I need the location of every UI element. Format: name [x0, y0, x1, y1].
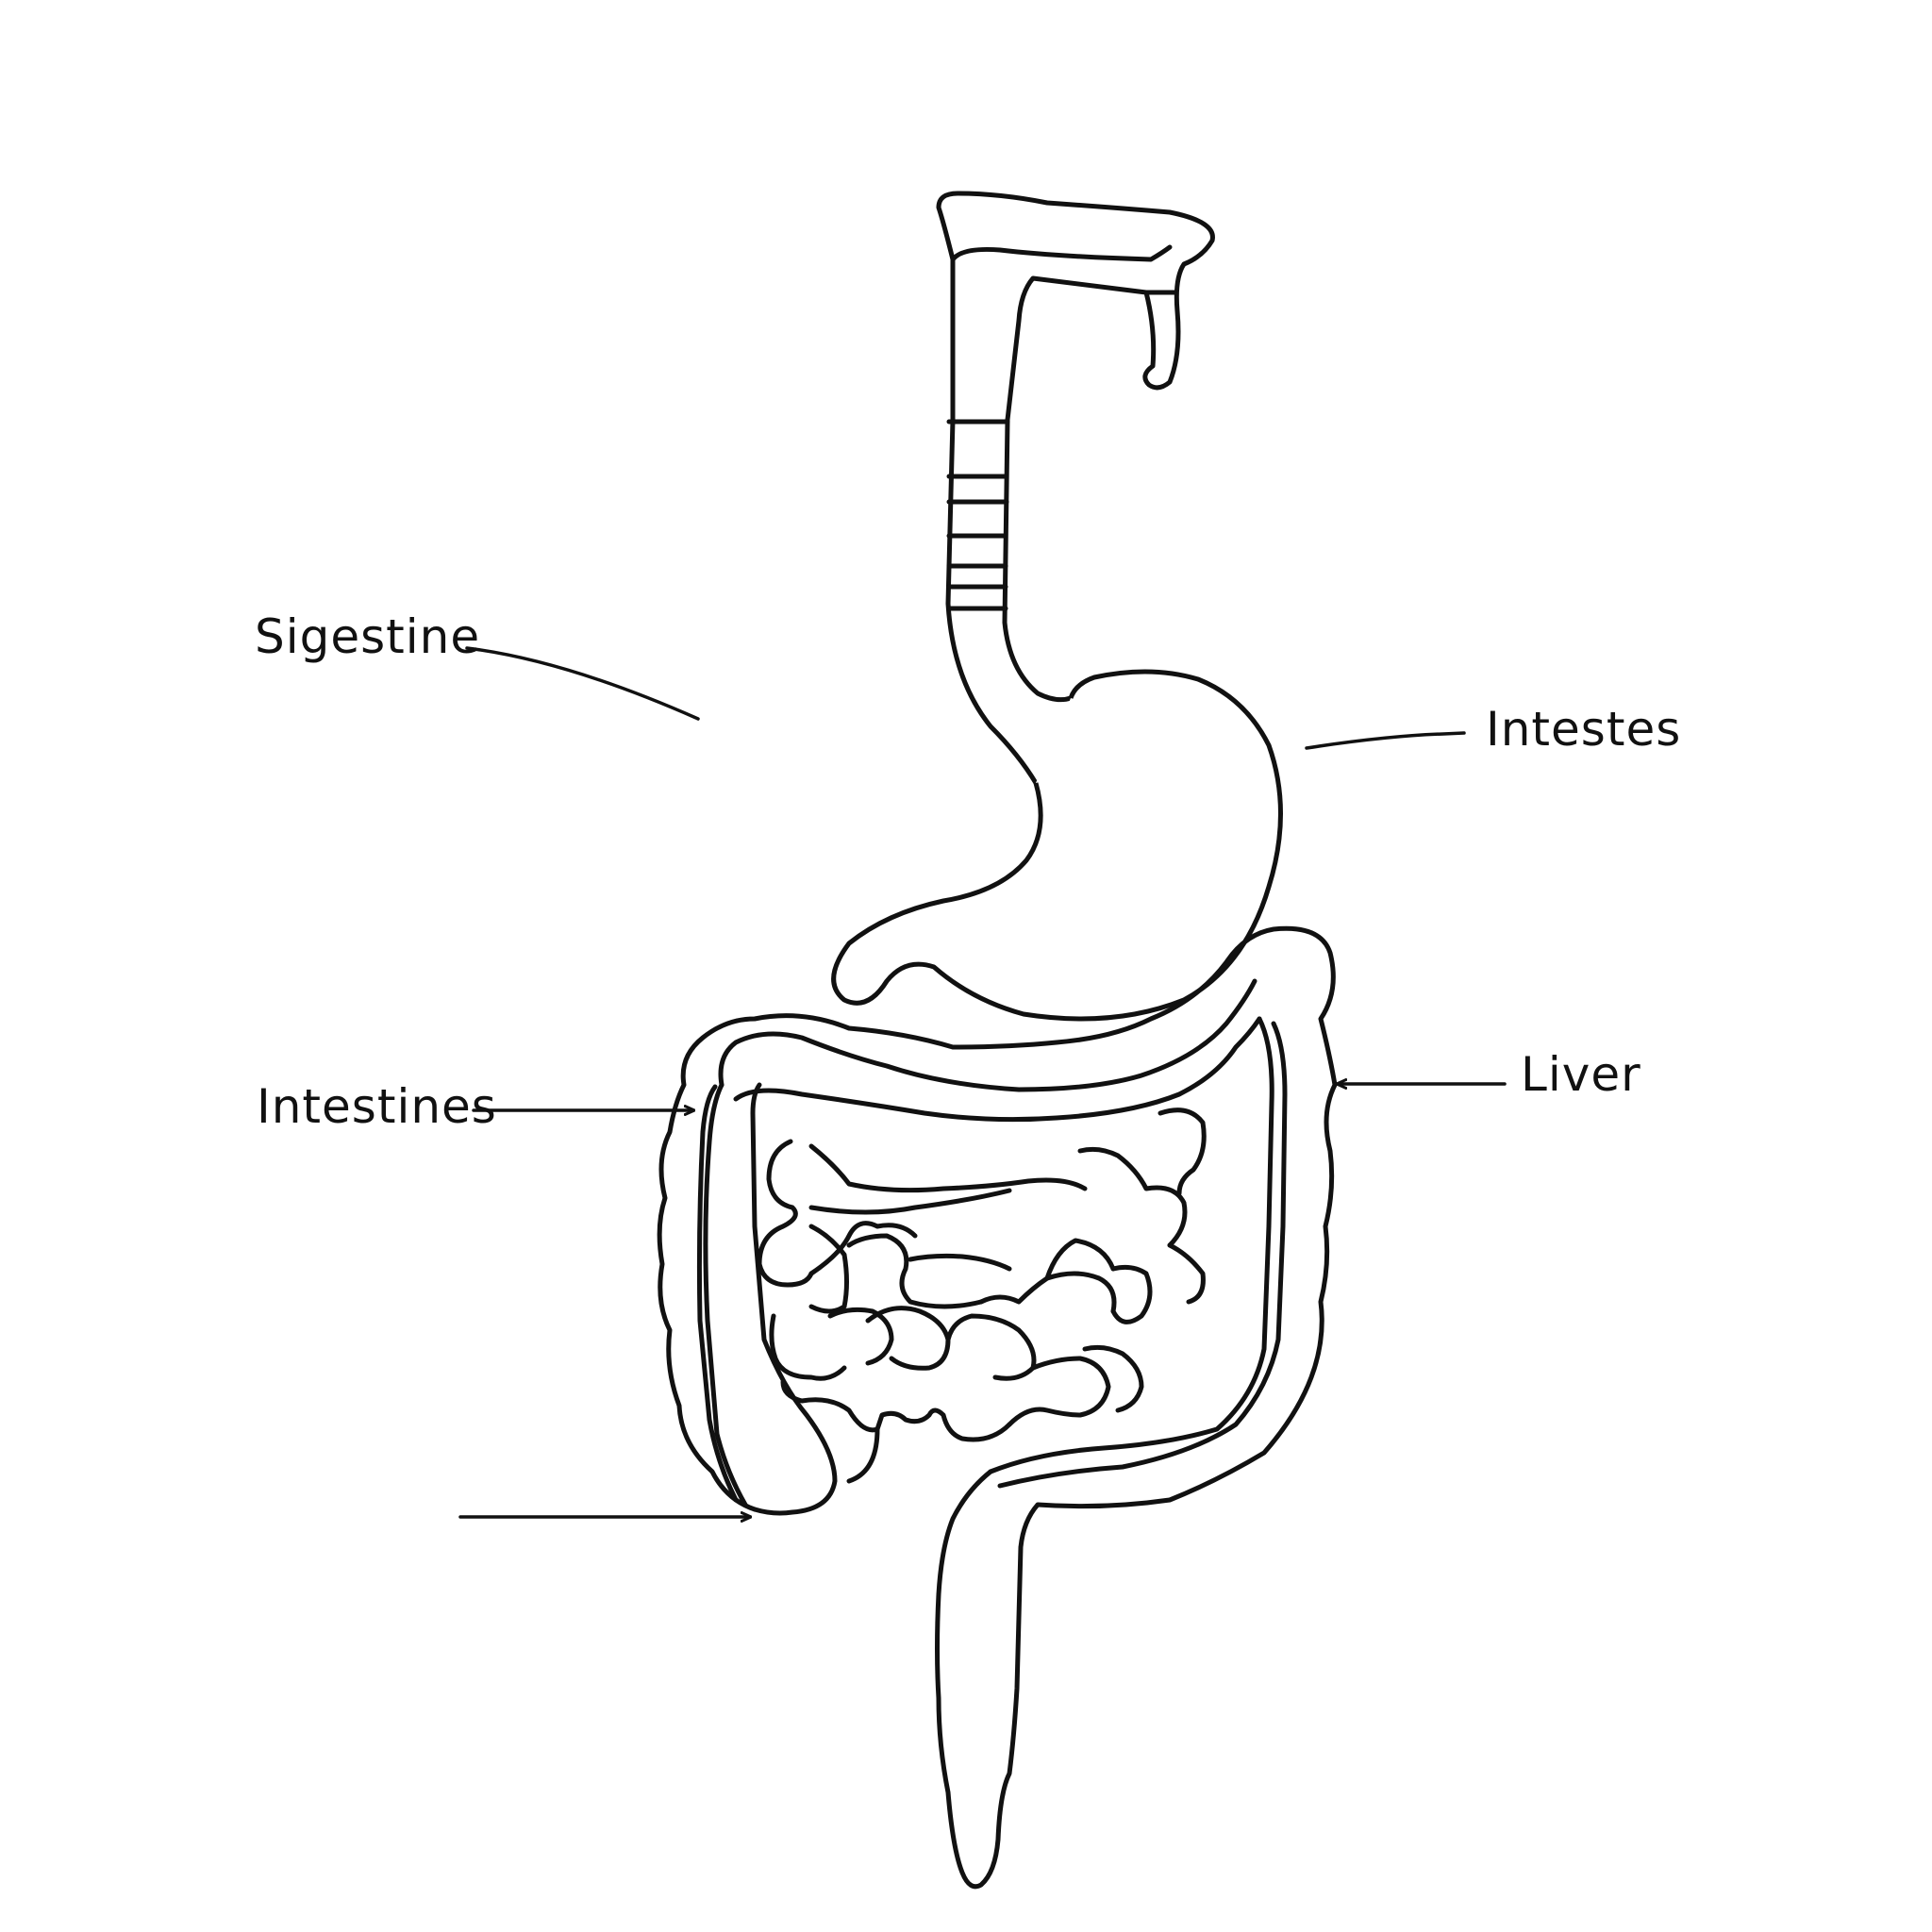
leader-top-left	[465, 646, 700, 721]
label-leaders	[458, 646, 1507, 1517]
label-intestes: Intestes	[1486, 702, 1682, 757]
small-intestine	[757, 1108, 1207, 1484]
large-intestine	[657, 925, 1338, 1890]
label-sigestine: Sigestine	[255, 609, 481, 664]
label-intestines: Intestines	[257, 1079, 497, 1134]
label-liver: Liver	[1521, 1047, 1641, 1102]
stomach	[831, 669, 1283, 1022]
mouth-pharynx	[936, 191, 1215, 423]
leader-top-right	[1305, 731, 1466, 750]
esophagus	[945, 417, 1074, 786]
